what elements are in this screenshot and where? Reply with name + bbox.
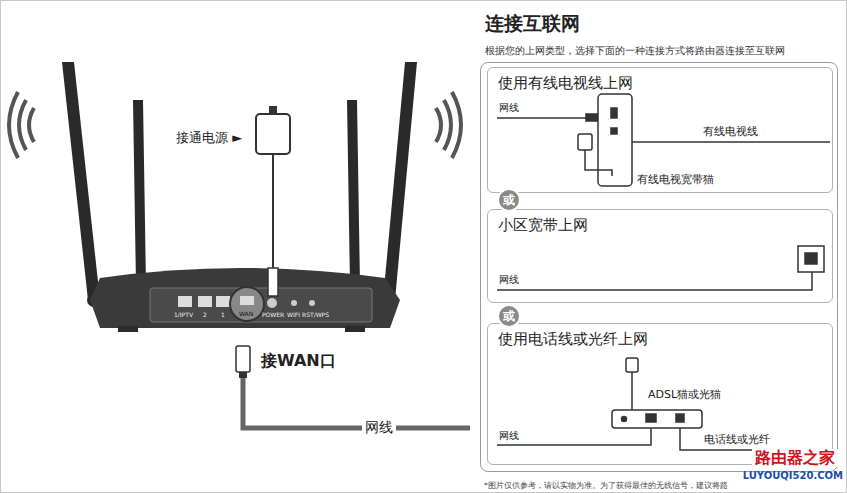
footnote: *图片仅供参考，请以实物为准。为了获得最佳的无线信号，建议将路 <box>484 482 728 491</box>
device-label: ADSL猫或光猫 <box>648 389 721 402</box>
watermark: 路由器之家 <box>752 449 838 467</box>
cable-label: 电话线或光纤 <box>704 434 770 447</box>
port-label: 1/IPTV <box>174 312 193 319</box>
power-adapter <box>256 106 290 296</box>
or-text: 或 <box>503 194 515 206</box>
or-circle: 或 <box>497 304 521 328</box>
cable-label: 网线 <box>499 274 519 286</box>
device-label: 有线电视宽带猫 <box>637 174 714 187</box>
port-label: RST/WPS <box>302 312 329 319</box>
connection-panel: 连接互联网根据您的上网类型，选择下面的一种连接方式将路由器连接至互联网使用有线电… <box>480 62 838 472</box>
cable-label: 网线 <box>499 102 519 114</box>
panel-title: 连接互联网 <box>485 11 580 37</box>
port-label: 1 <box>221 312 225 319</box>
or-text: 或 <box>503 310 515 322</box>
panel-subtitle: 根据您的上网类型，选择下面的一种连接方式将路由器连接至互联网 <box>485 44 785 58</box>
cable-label: 网线 <box>499 430 519 442</box>
cable-label: 有线电视线 <box>703 126 758 139</box>
network-cable <box>236 346 470 428</box>
port-label: WIFI <box>287 312 300 319</box>
section-heading: 使用有线电视线上网 <box>498 74 633 93</box>
cable-label: 网线 <box>362 419 396 435</box>
section-heading: 使用电话线或光纤上网 <box>498 330 648 349</box>
watermark: LUYOUQI520.COM <box>743 470 843 482</box>
port-label: 2 <box>203 312 207 319</box>
callout-text: 接通电源 ► <box>176 131 242 146</box>
panel-drawings <box>497 94 830 450</box>
method-section: 小区宽带上网 <box>487 209 833 303</box>
or-circle: 或 <box>497 188 521 212</box>
port-label: POWER <box>262 312 284 319</box>
callout-text: 接WAN口 <box>261 352 336 370</box>
section-heading: 小区宽带上网 <box>498 216 588 235</box>
router-body <box>90 268 400 332</box>
port-label: WAN <box>239 311 253 318</box>
